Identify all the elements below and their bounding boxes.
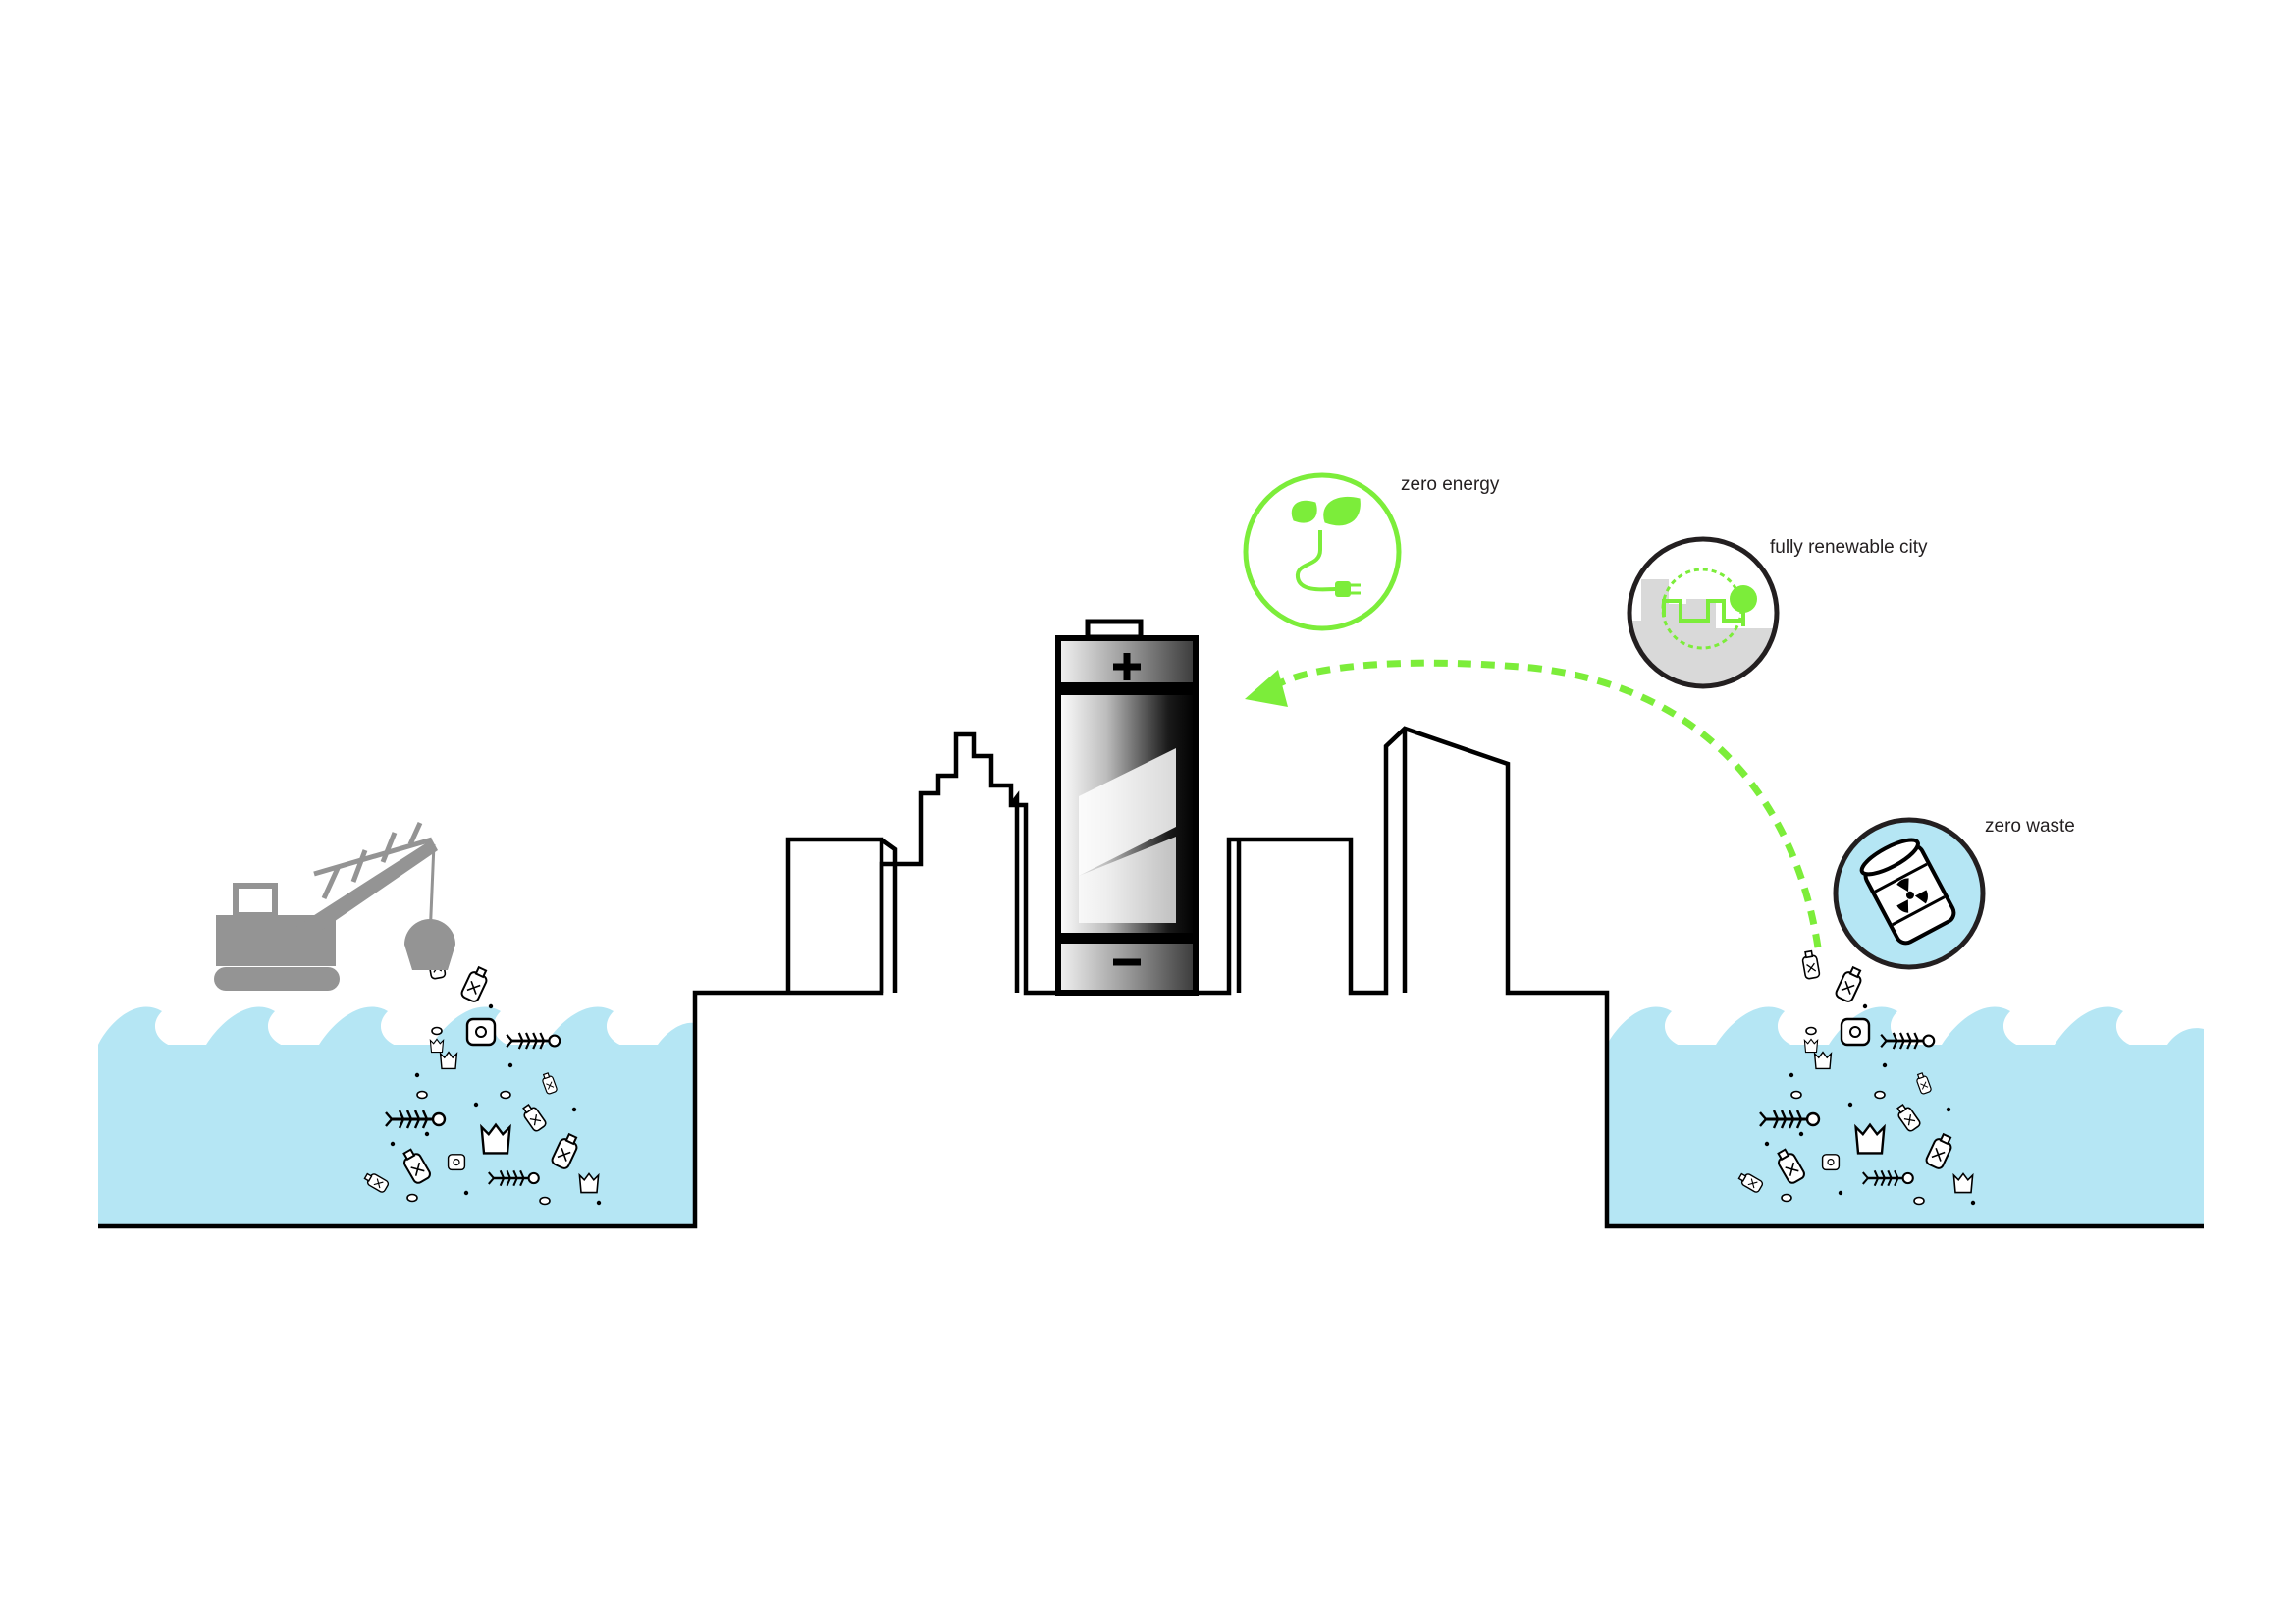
- zero-waste-icon: [1833, 817, 1986, 970]
- plant-plug-icon: [1291, 497, 1361, 597]
- right-water: [1607, 950, 2204, 1226]
- renewable-city-icon: [1627, 536, 1780, 689]
- radioactive-barrel-icon: [1859, 838, 1956, 946]
- zero-energy-icon: [1243, 472, 1402, 631]
- building-details: [785, 729, 1408, 993]
- left-water: [98, 950, 695, 1226]
- left-waves: [98, 1006, 695, 1060]
- label-zero-energy: zero energy: [1401, 474, 1500, 495]
- label-zero-waste: zero waste: [1985, 816, 2075, 837]
- label-renewable-city: fully renewable city: [1770, 537, 1928, 558]
- crane-icon: [214, 821, 455, 991]
- flow-arrow: [1245, 659, 1822, 948]
- right-waves: [1607, 1006, 2204, 1060]
- battery-icon: [1055, 619, 1199, 996]
